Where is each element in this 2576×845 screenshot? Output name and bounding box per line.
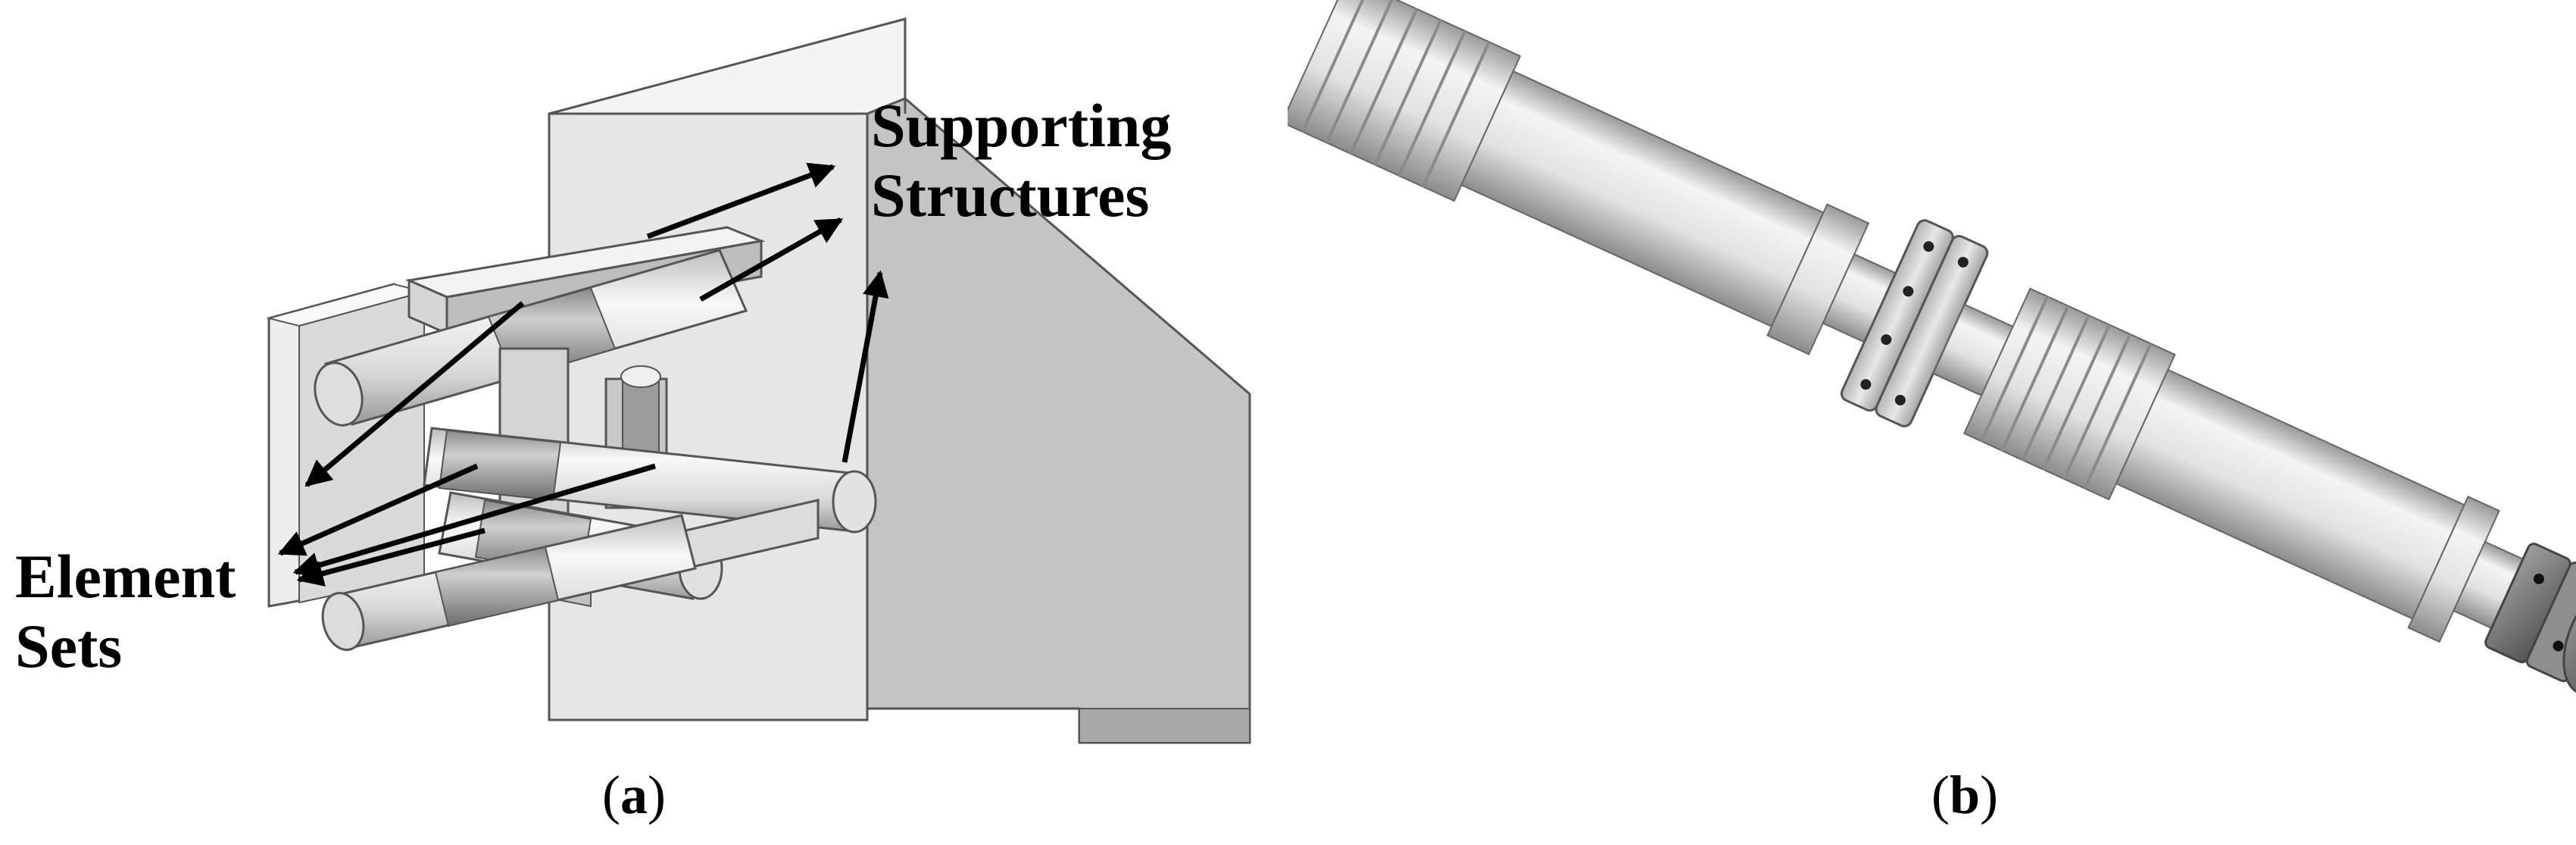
caption-b-letter: b <box>1949 765 1981 825</box>
bottom-rod <box>321 514 697 651</box>
middle-rod <box>423 427 877 534</box>
caption-b-close: ) <box>1980 765 1999 825</box>
caption-b-open: ( <box>1931 765 1950 825</box>
panel-b-illustration <box>1288 0 2576 696</box>
flange-coupling <box>1840 219 1989 427</box>
end-cap <box>2562 579 2576 696</box>
right-shaft <box>2115 368 2465 620</box>
supporting-structures-label: Supporting Structures <box>871 91 1172 230</box>
jaw-coupling <box>2484 543 2576 683</box>
caption-a-open: ( <box>602 765 620 825</box>
panel-a-illustration <box>266 17 1251 744</box>
supporting-label-line2: Structures <box>871 160 1150 230</box>
element-label-line2: Sets <box>15 611 123 681</box>
caption-a-letter: a <box>620 765 648 825</box>
caption-a-close: ) <box>647 765 666 825</box>
left-threaded-section <box>1288 0 1522 202</box>
element-label-line1: Element <box>15 542 236 611</box>
supporting-label-line1: Supporting <box>871 91 1172 160</box>
left-shaft <box>1460 70 1825 328</box>
element-set-arrows <box>277 301 656 587</box>
supporting-arrows <box>646 162 889 463</box>
caption-a: (a) <box>602 764 666 827</box>
middle-threaded-section <box>1962 287 2176 501</box>
element-sets-label: Element Sets <box>15 542 236 681</box>
caption-b: (b) <box>1931 764 1998 827</box>
block-front-wall <box>548 112 869 721</box>
